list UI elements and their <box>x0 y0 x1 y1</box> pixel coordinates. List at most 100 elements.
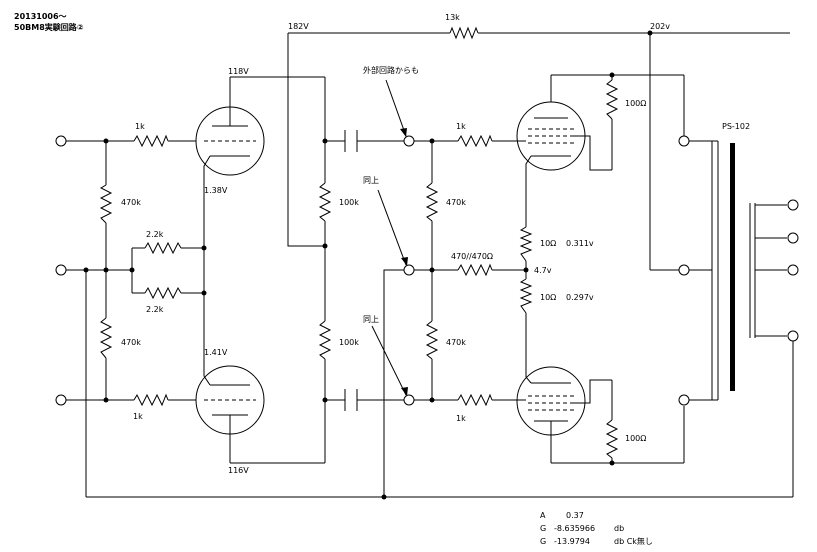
output-terminal-2 <box>787 232 799 244</box>
resistor-2-2k-top <box>144 241 182 255</box>
output-terminal-3 <box>787 264 799 276</box>
resistor-10ohm-top <box>519 226 533 262</box>
resistor-2-2k-bot <box>144 286 182 300</box>
voltage-1-38v: 1.38V <box>204 186 228 195</box>
arrow-ext-input <box>385 79 407 137</box>
resistor-100ohm-bot-label: 100Ω <box>625 434 646 443</box>
driver-tube-bot <box>195 365 265 463</box>
input-terminal-bot <box>55 394 67 406</box>
transformer-core <box>730 143 735 391</box>
junction <box>429 138 435 144</box>
results-block: A 0.37 G -8.635966 db G -13.9794 db Ck無し <box>540 511 653 546</box>
coupling-capacitor-bot <box>344 389 358 411</box>
junction <box>201 245 207 251</box>
resistor-1k-input-top <box>133 134 169 148</box>
transformer-primary-terminal-bot <box>678 394 690 406</box>
driver-tube-top <box>195 106 265 176</box>
arrow-same-bot <box>371 325 407 396</box>
output-terminal-1 <box>787 199 799 211</box>
junction <box>381 494 387 500</box>
resistor-1k-output-top <box>457 134 493 148</box>
resistor-470k-left-bot-label: 470k <box>121 338 141 347</box>
junction <box>103 267 109 273</box>
resistor-1k-output-bot <box>457 393 493 407</box>
plate-wiring <box>324 77 404 463</box>
resistor-470k-right-top <box>425 182 439 222</box>
resistor-1k-output-top-label: 1k <box>456 122 466 131</box>
junction <box>103 138 109 144</box>
resistor-470k-left-top-label: 470k <box>121 198 141 207</box>
result-a-key: A <box>540 511 546 520</box>
voltage-118v: 118V <box>228 67 249 76</box>
resistor-100ohm-top <box>605 79 619 120</box>
resistor-1k-output-bot-label: 1k <box>456 414 466 423</box>
output-terminal-4 <box>787 330 799 342</box>
resistor-470-parallel <box>457 263 493 277</box>
output-tube-top <box>516 75 612 171</box>
result-g1-value: -8.635966 <box>554 524 595 533</box>
switch-terminal-mid <box>403 264 415 276</box>
header-date: 20131006～ <box>14 12 67 21</box>
resistor-13k-label: 13k <box>445 13 460 22</box>
result-g1-unit: db <box>614 524 624 533</box>
result-g1-key: G <box>540 524 546 533</box>
result-a-value: 0.37 <box>566 511 584 520</box>
transformer-wiring <box>649 33 794 497</box>
junction <box>201 290 207 296</box>
result-g2-key: G <box>540 537 546 546</box>
junction <box>429 267 435 273</box>
transformer-label: PS-102 <box>722 122 750 131</box>
resistor-2-2k-bot-label: 2.2k <box>146 305 164 314</box>
arrow-head <box>401 257 408 266</box>
arrow-head <box>400 128 407 137</box>
output-tube-bot <box>516 366 612 463</box>
junction <box>322 138 328 144</box>
junction <box>523 267 529 273</box>
resistor-470-parallel-label: 470//470Ω <box>451 252 493 261</box>
coupling-capacitor-top <box>344 130 358 152</box>
resistor-13k <box>449 26 479 40</box>
output-grid-wiring <box>414 140 527 401</box>
resistor-100ohm-bot <box>605 419 619 459</box>
resistor-2-2k-top-label: 2.2k <box>146 230 164 239</box>
resistor-10ohm-top-voltage: 0.311v <box>566 239 594 248</box>
resistor-470k-left-bot <box>99 317 113 359</box>
switch-terminal-bot <box>403 394 415 406</box>
junction <box>83 267 89 273</box>
resistor-1k-input-top-label: 1k <box>135 122 145 131</box>
resistor-100k-top <box>318 182 332 222</box>
resistor-470k-right-bot <box>425 320 439 360</box>
arrow-same-top <box>377 189 407 266</box>
voltage-4-7v: 4.7v <box>534 266 552 275</box>
junction <box>429 397 435 403</box>
junction <box>103 397 109 403</box>
wire <box>383 269 404 497</box>
resistor-100k-bot-label: 100k <box>339 338 359 347</box>
resistor-1k-input-bot <box>133 393 169 407</box>
input-terminal-top <box>55 135 67 147</box>
transformer-primary-terminal-ct <box>678 264 690 276</box>
annotation-ext-circuit: 外部回路からも <box>363 65 419 75</box>
voltage-1-41v: 1.41V <box>204 348 228 357</box>
resistor-10ohm-bot-label: 10Ω <box>540 293 556 302</box>
resistor-100k-top-label: 100k <box>339 198 359 207</box>
annotation-same-bot: 同上 <box>363 315 379 324</box>
resistor-470k-right-bot-label: 470k <box>446 338 466 347</box>
top-rail <box>287 32 790 247</box>
resistor-10ohm-top-label: 10Ω <box>540 239 556 248</box>
resistor-470k-left-top <box>99 184 113 224</box>
transformer-primary-terminal-top <box>678 135 690 147</box>
voltage-116v: 116V <box>228 466 249 475</box>
result-g2-unit: db Ck無し <box>614 536 653 546</box>
result-g2-value: -13.9794 <box>554 537 590 546</box>
resistor-100k-bot <box>318 320 332 360</box>
resistor-470k-right-top-label: 470k <box>446 198 466 207</box>
switch-terminal-top <box>403 135 415 147</box>
voltage-182v: 182V <box>288 22 309 31</box>
arrow-head <box>401 387 408 396</box>
input-terminal-mid <box>55 264 67 276</box>
annotation-same-top: 同上 <box>363 176 379 185</box>
resistor-1k-input-bot-label: 1k <box>133 412 143 421</box>
junction <box>322 397 328 403</box>
